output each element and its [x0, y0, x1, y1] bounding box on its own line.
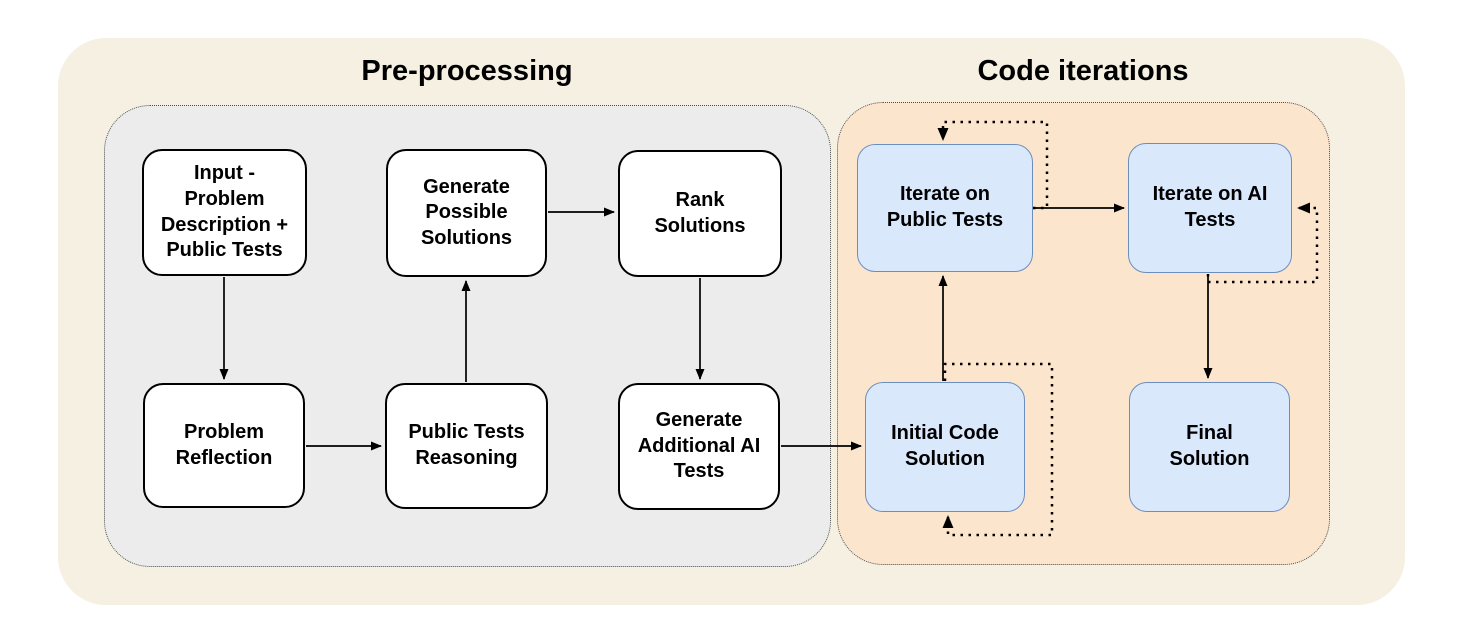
node-iterate-on-public-tests: Iterate on Public Tests: [857, 144, 1033, 272]
preprocessing-title: Pre-processing: [361, 55, 573, 87]
node-initial-code-solution: Initial Code Solution: [865, 382, 1025, 512]
node-public-tests-reasoning: Public Tests Reasoning: [385, 383, 548, 509]
node-input-problem-description: Input - Problem Description + Public Tes…: [142, 149, 307, 276]
node-final-solution: Final Solution: [1129, 382, 1290, 512]
node-generate-additional-ai-tests: Generate Additional AI Tests: [618, 383, 780, 510]
node-rank-solutions: Rank Solutions: [618, 150, 782, 277]
node-problem-reflection: Problem Reflection: [143, 383, 305, 508]
code-iterations-title: Code iterations: [977, 55, 1189, 87]
node-generate-possible-solutions: Generate Possible Solutions: [386, 149, 547, 277]
node-iterate-on-ai-tests: Iterate on AI Tests: [1128, 143, 1292, 273]
